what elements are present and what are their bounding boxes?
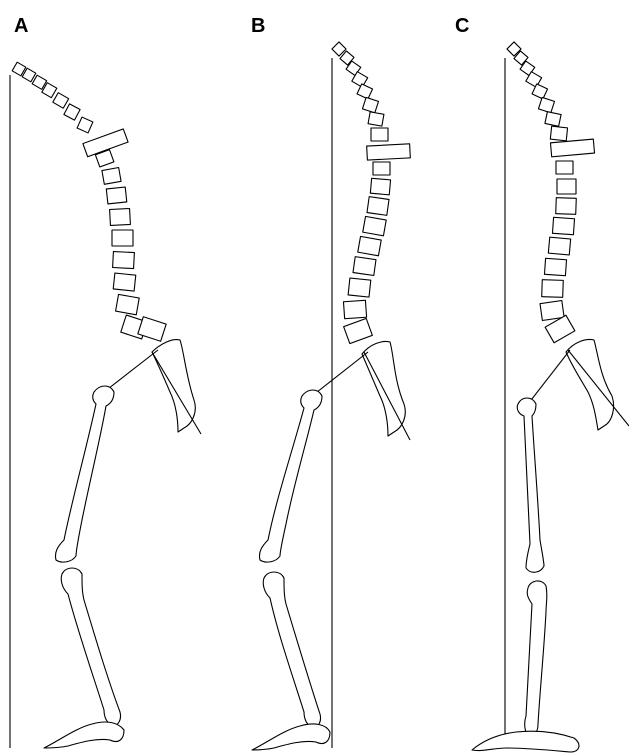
femur-a — [55, 386, 114, 562]
vertebra — [368, 112, 384, 126]
vertebra — [545, 112, 561, 127]
vertebra — [540, 301, 564, 321]
panel-c: C — [455, 15, 629, 752]
vertebra — [544, 258, 566, 275]
vertebra — [358, 236, 381, 255]
vertebra — [102, 168, 121, 185]
vertebra — [343, 300, 366, 318]
vertebra — [53, 93, 69, 109]
vertebra — [363, 216, 386, 235]
vertebra — [64, 104, 80, 120]
vertebra — [550, 126, 567, 141]
panel-label-b: B — [251, 15, 265, 37]
vertebra — [538, 97, 554, 112]
vertebra — [548, 237, 570, 255]
vertebra — [367, 144, 411, 160]
vertebra — [353, 257, 376, 276]
vertebra — [344, 318, 373, 343]
tibia-b — [263, 572, 320, 728]
foot-a — [44, 722, 124, 748]
vertebra — [106, 187, 126, 204]
vertebra — [77, 117, 93, 133]
vertebra — [556, 161, 573, 174]
vertebra — [110, 208, 131, 225]
foot-b — [252, 724, 330, 750]
tibia-c — [525, 581, 547, 736]
vertebra — [362, 97, 378, 112]
vertebral-column-c — [507, 42, 595, 343]
vertebra — [556, 198, 577, 215]
vertebra — [373, 162, 390, 175]
vertebra — [348, 278, 371, 297]
pelvis-a — [104, 340, 201, 434]
vertebra — [542, 280, 564, 298]
panel-a: A — [10, 15, 201, 748]
vertebra — [116, 294, 140, 314]
vertebra — [370, 178, 390, 195]
vertebra — [112, 230, 133, 246]
vertebral-column-a — [12, 62, 166, 341]
panel-b: B — [251, 15, 410, 750]
foot-c — [472, 731, 579, 752]
panel-label-c: C — [455, 15, 469, 37]
tibia-a — [61, 568, 120, 726]
pelvis-c — [528, 340, 629, 431]
femur-b — [259, 390, 322, 562]
pelvis-b — [312, 342, 410, 441]
vertebra — [367, 197, 389, 216]
vertebra — [113, 273, 136, 291]
vertebra — [557, 179, 576, 194]
vertebra — [371, 128, 388, 141]
vertebra — [113, 251, 135, 268]
vertebral-column-b — [332, 42, 410, 344]
vertebra — [552, 217, 574, 234]
vertebra — [550, 139, 594, 157]
panel-label-a: A — [14, 15, 28, 37]
femur-c — [517, 398, 544, 572]
